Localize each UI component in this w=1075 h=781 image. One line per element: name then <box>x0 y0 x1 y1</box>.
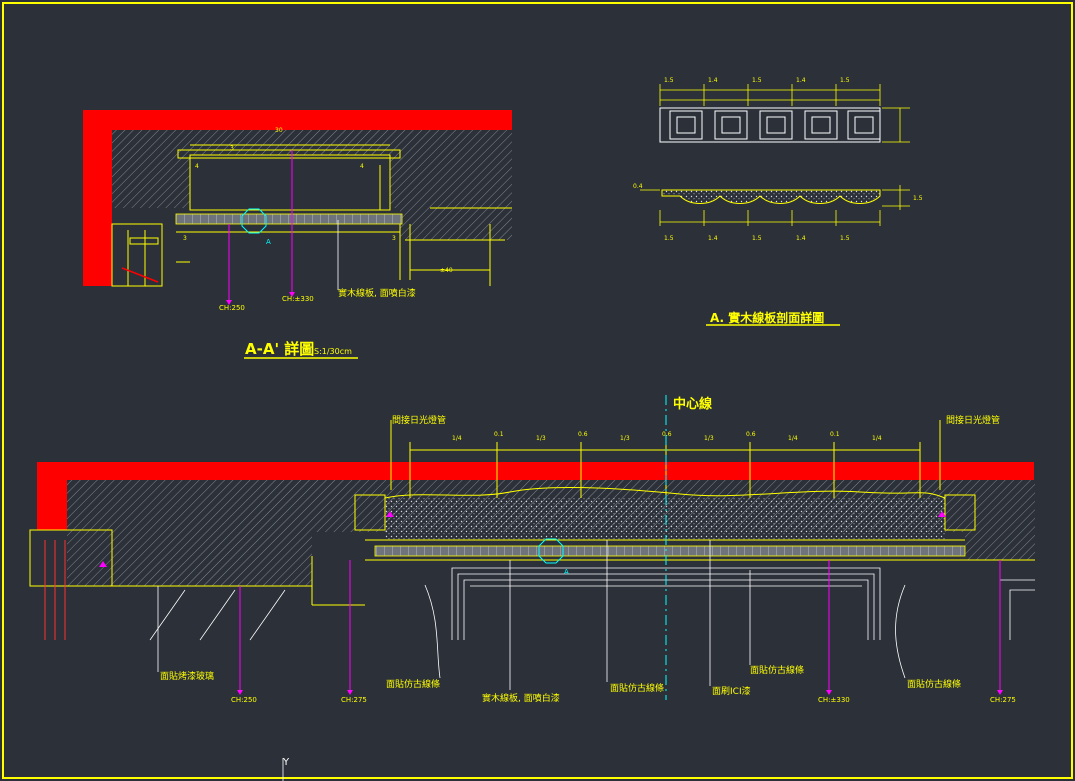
elev-dim-10: 0.1 <box>830 431 840 438</box>
level-2: CH:275 <box>341 696 367 704</box>
detail-a-level-mid: CH:±330 <box>282 295 314 303</box>
detail-a-level-left: CH:250 <box>219 304 245 312</box>
elev-dim-9: 1/4 <box>788 435 798 442</box>
label-antique-4: 面貼仿古線條 <box>907 678 961 690</box>
elev-dim-6: 0.6 <box>662 431 672 438</box>
svg-text:3: 3 <box>392 235 396 242</box>
label-ici-paint: 面刷ICI漆 <box>712 685 751 697</box>
detail-b-title: A. 實木線板剖面詳圖 <box>710 310 824 325</box>
elev-dim-4: 0.6 <box>578 431 588 438</box>
elev-dim-11: 1/4 <box>872 435 882 442</box>
level-1: CH:250 <box>231 696 257 704</box>
bottom-axis-mark: Y <box>282 757 290 768</box>
svg-text:4: 4 <box>195 163 199 170</box>
left-light-label: 間接日光燈管 <box>392 414 446 426</box>
detail-b-left-dim: 0.4 <box>633 183 643 190</box>
detail-a-scale: S:1/30cm <box>314 347 352 356</box>
detail-b-bottom-dim-3: 1.5 <box>752 235 762 242</box>
detail-b-top-dim-1: 1.5 <box>664 77 674 84</box>
detail-b-top-dim-4: 1.4 <box>796 77 806 84</box>
svg-text:3: 3 <box>183 235 187 242</box>
elev-dim-5: 1/3 <box>620 435 630 442</box>
svg-text:3: 3 <box>230 145 234 152</box>
detail-b-top-dim-2: 1.4 <box>708 77 718 84</box>
detail-a-title: A-A' 詳圖 <box>245 340 314 358</box>
wall-column <box>83 130 112 286</box>
elevation-wall-column <box>37 480 67 530</box>
level-4: CH:275 <box>990 696 1016 704</box>
elevation-wall-slab <box>37 462 1034 480</box>
detail-b-profile: 1.5 1.4 1.5 1.4 1.5 <box>633 77 923 326</box>
label-antique-1: 面貼仿古線條 <box>386 678 440 690</box>
label-wood: 實木線板, 面噴白漆 <box>482 692 560 704</box>
detail-a-marker: A <box>266 238 271 246</box>
right-light-label: 間接日光燈管 <box>946 414 1000 426</box>
detail-b-bottom-dim-5: 1.5 <box>840 235 850 242</box>
detail-b-bottom-dim-2: 1.4 <box>708 235 718 242</box>
elev-dim-7: 1/3 <box>704 435 714 442</box>
svg-text:±40: ±40 <box>440 267 453 274</box>
elevation-marker: A <box>564 568 569 576</box>
elev-dim-1: 1/4 <box>452 435 462 442</box>
wall-slab <box>83 110 512 130</box>
centerline-title: 中心線 <box>673 396 713 412</box>
detail-b-side-dim: 1.5 <box>913 195 923 202</box>
label-antique-3: 面貼仿古線條 <box>750 664 804 676</box>
elev-dim-8: 0.6 <box>746 431 756 438</box>
level-3: CH:±330 <box>818 696 850 704</box>
svg-text:4: 4 <box>360 163 364 170</box>
detail-a-wood-label: 實木線板, 面噴白漆 <box>338 287 416 299</box>
detail-a-section: 3 30 4 4 3 3 ±40 A CH:250 CH:±330 實木線板, 面噴白… <box>83 110 512 359</box>
elev-dim-2: 0.1 <box>494 431 504 438</box>
detail-b-top-dim-3: 1.5 <box>752 77 762 84</box>
elev-dim-3: 1/3 <box>536 435 546 442</box>
svg-text:30: 30 <box>275 127 283 134</box>
label-glass: 面貼烤漆玻璃 <box>160 670 214 682</box>
detail-b-top-dim-5: 1.5 <box>840 77 850 84</box>
elevation-section: 中心線 間接日光燈管 間接日光燈管 1/4 0.1 1/3 0.6 1/3 0.… <box>29 395 1035 704</box>
detail-b-bottom-dim-1: 1.5 <box>664 235 674 242</box>
label-antique-2: 面貼仿古線條 <box>610 682 664 694</box>
detail-b-bottom-dim-4: 1.4 <box>796 235 806 242</box>
